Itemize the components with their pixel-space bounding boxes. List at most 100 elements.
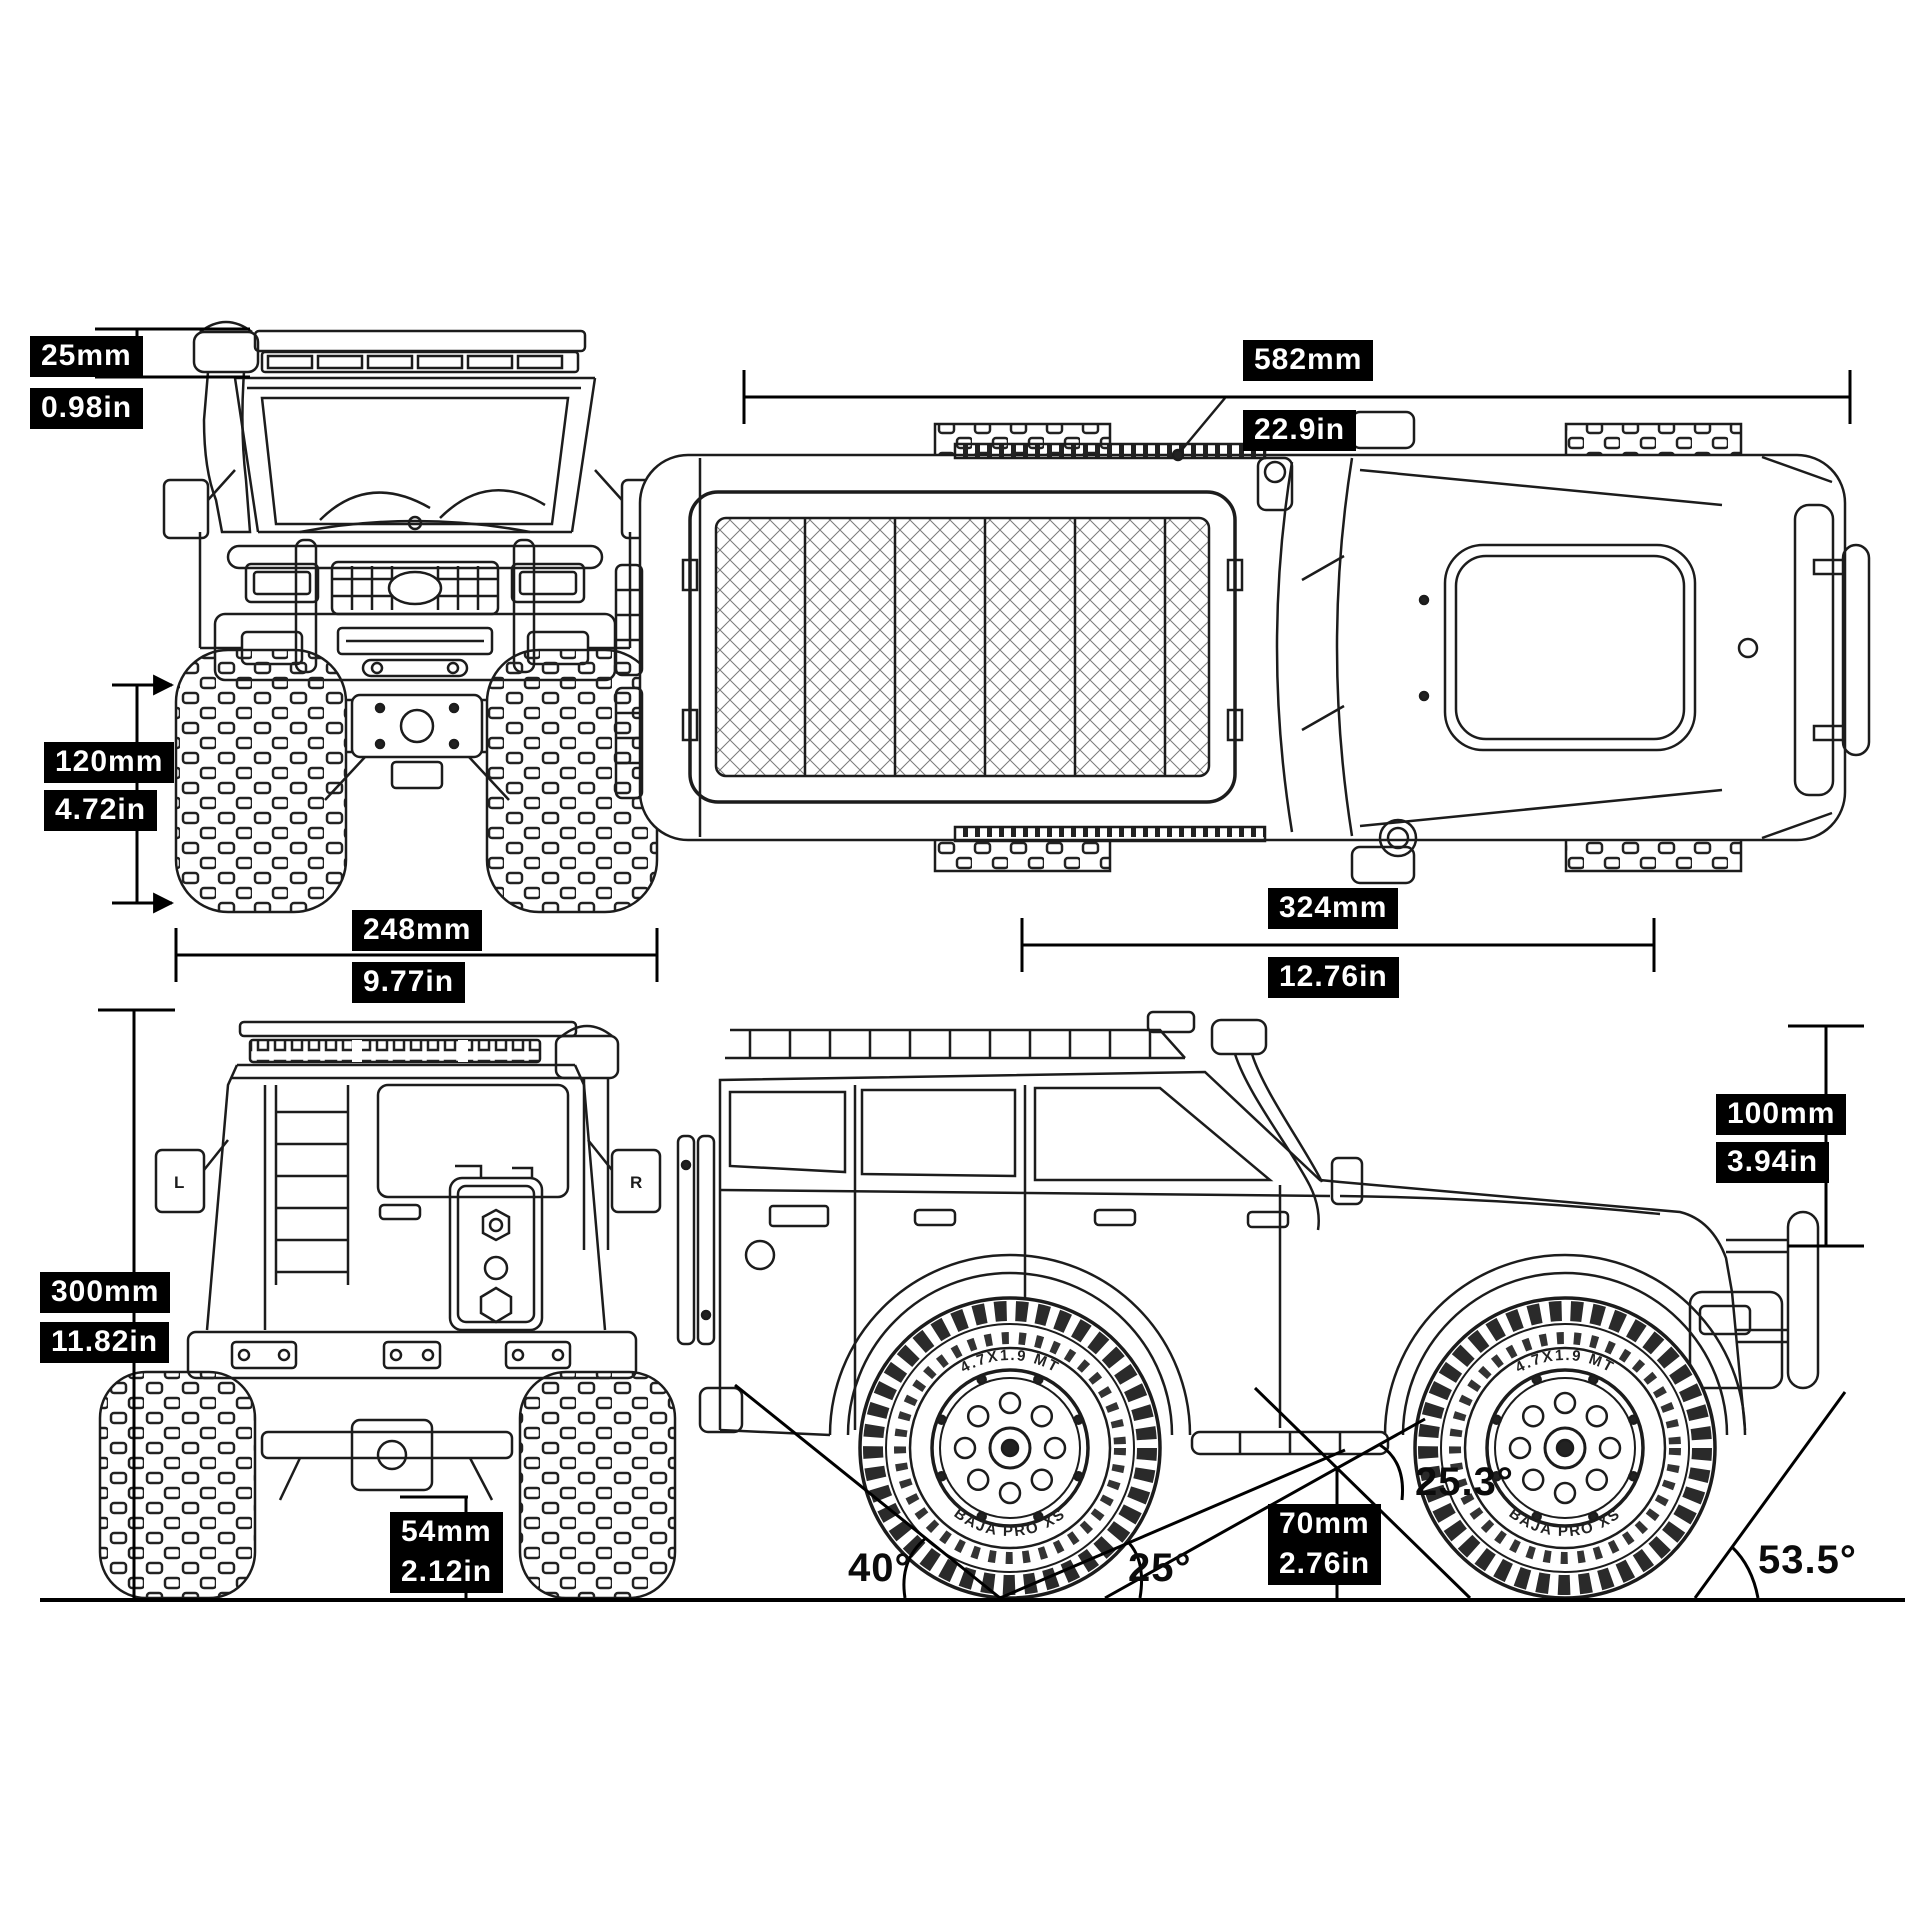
front-view-drawing <box>162 320 668 914</box>
top-hood-panel <box>1443 543 1697 752</box>
rear-ramp-angle-line <box>999 1448 1346 1600</box>
side-front-arch <box>1383 1253 1747 1436</box>
departure-angle-line <box>734 1383 1001 1600</box>
front-bull-bar <box>226 544 604 570</box>
side-rear-arch <box>828 1253 1192 1436</box>
side-window-rear <box>728 1090 847 1174</box>
front-axle <box>324 693 510 801</box>
rear-snorkel <box>554 1024 620 1250</box>
wiper-right <box>439 488 546 519</box>
top-mirror-left <box>1350 410 1416 450</box>
top-mirror-right <box>1350 845 1416 885</box>
top-windshield <box>1275 461 1294 833</box>
rear-roof-rack <box>238 1020 578 1038</box>
side-rock-slider <box>1190 1430 1390 1456</box>
dim-front-clearance-mm: 120mm <box>44 742 175 783</box>
departure-angle-arc <box>902 1536 927 1599</box>
angle-departure: 40° <box>848 1546 912 1590</box>
side-front-bumper <box>1688 1210 1820 1390</box>
rear-window <box>376 1083 570 1199</box>
top-tire-front-right <box>1564 835 1743 873</box>
rear-axle <box>260 1418 514 1501</box>
top-tire-rear-right <box>933 835 1112 873</box>
top-snorkel <box>1256 456 1294 512</box>
dim-roof-rack-height-in: 0.98in <box>30 388 144 429</box>
approach-angle-arc <box>1730 1545 1760 1599</box>
top-view-drawing <box>614 397 1871 885</box>
approach-angle-line <box>1693 1391 1847 1599</box>
rear-bumper <box>186 1330 638 1380</box>
breakover-angle-arc <box>1379 1443 1405 1501</box>
top-antenna <box>1179 397 1226 453</box>
top-fuel-ring <box>1378 818 1418 858</box>
dim-overall-length-mm: 582mm <box>1243 340 1374 381</box>
dim-center-clearance-in: 2.76in <box>1268 1544 1382 1585</box>
side-roof-rack <box>725 1010 1196 1060</box>
dim-hood-to-roof-in: 3.94in <box>1716 1142 1830 1183</box>
top-light-strip-left <box>953 442 1267 460</box>
top-tire-front-left <box>1564 422 1743 460</box>
dim-front-clearance-in: 4.72in <box>44 790 158 831</box>
dim-roof-rack-height-mm: 25mm <box>30 336 143 377</box>
side-window-middle <box>860 1088 1017 1178</box>
top-bull-bar <box>1841 543 1871 757</box>
breakover-line-front <box>1253 1386 1472 1600</box>
rear-ladder <box>274 1085 350 1285</box>
side-mirror <box>1330 1156 1364 1206</box>
rear-door-handle <box>378 1203 422 1221</box>
dim-wheelbase-in: 12.76in <box>1268 957 1399 998</box>
top-hood-lines <box>1359 468 1723 828</box>
rear-fuel-can <box>448 1164 544 1332</box>
rear-mirror-right <box>587 1139 662 1214</box>
winch-fairlead <box>361 658 469 678</box>
rear-tire-right <box>518 1370 677 1600</box>
angle-lines <box>40 1383 1905 1602</box>
dim-axle-clearance-in: 2.12in <box>390 1552 504 1593</box>
side-view-drawing: 4.7X1.9 MT BAJA PRO XS 4.7X1.9 MT BAJA P… <box>676 1010 1820 1598</box>
rear-ramp-angle-arc <box>1127 1542 1144 1599</box>
mirror-letter-right: R <box>630 1173 642 1192</box>
dim-hood-to-roof-mm: 100mm <box>1716 1094 1847 1135</box>
front-windshield <box>260 396 570 526</box>
dim-overall-width-mm: 248mm <box>352 910 483 951</box>
top-roof-rack <box>681 490 1244 804</box>
side-window-front <box>1033 1086 1274 1182</box>
side-fuel-door <box>744 1239 776 1271</box>
side-body-outline <box>718 1070 1734 1430</box>
dim-overall-height-in: 11.82in <box>40 1322 170 1363</box>
angle-approach: 53.5° <box>1758 1538 1857 1582</box>
front-light-bar <box>260 350 580 374</box>
dim-overall-height-mm: 300mm <box>40 1272 171 1313</box>
side-badge <box>768 1204 830 1228</box>
front-tire-right <box>485 648 659 914</box>
dim-overall-length-in: 22.9in <box>1243 410 1357 451</box>
side-snorkel <box>1210 1018 1324 1231</box>
angle-rear-ramp: 25° <box>1128 1546 1192 1590</box>
front-hood <box>299 519 531 534</box>
breakover-line-rear <box>1104 1417 1426 1600</box>
front-mirror-left <box>162 469 236 540</box>
front-grille <box>330 560 500 616</box>
top-spare-cans <box>614 563 644 800</box>
side-recovery-boards <box>676 1134 716 1346</box>
dim-wheelbase-mm: 324mm <box>1268 888 1399 929</box>
front-headlights <box>244 562 586 604</box>
side-rear-bumper <box>698 1386 744 1434</box>
dim-overall-width-in: 9.77in <box>352 962 466 1003</box>
dim-center-clearance-mm: 70mm <box>1268 1504 1381 1545</box>
wiper-left <box>319 491 431 521</box>
rear-light-bar <box>248 1038 542 1064</box>
front-snorkel <box>192 320 260 534</box>
angle-breakover: 25.3° <box>1415 1460 1514 1504</box>
rear-view-drawing <box>98 1020 677 1600</box>
side-front-wheel <box>1415 1298 1715 1598</box>
rear-tire-left <box>98 1370 257 1600</box>
top-front-bumper <box>1793 503 1835 797</box>
dim-axle-clearance-mm: 54mm <box>390 1512 503 1553</box>
top-light-strip-right <box>953 825 1267 843</box>
rear-mirror-left <box>154 1139 229 1214</box>
front-tire-left <box>174 648 348 914</box>
front-roof-rack <box>253 329 587 353</box>
